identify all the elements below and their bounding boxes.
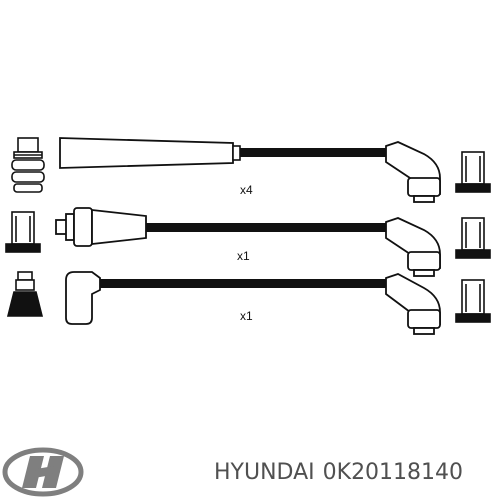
wire-row-3: x1 bbox=[6, 271, 491, 335]
quantity-label-3: x1 bbox=[240, 309, 253, 323]
terminal-right-3 bbox=[455, 279, 491, 323]
distributor-boot-2 bbox=[55, 207, 147, 247]
part-number: 0K20118140 bbox=[322, 460, 464, 485]
terminal-right-2 bbox=[455, 217, 491, 259]
terminal-left-2 bbox=[5, 211, 41, 253]
wire-row-2: x1 bbox=[5, 207, 491, 277]
hyundai-logo-icon bbox=[2, 447, 84, 497]
elbow-boot-right-1 bbox=[385, 141, 441, 203]
part-caption: HYUNDAI 0K20118140 bbox=[214, 458, 463, 488]
elbow-boot-right-3 bbox=[385, 273, 441, 335]
plug-connector-left-1 bbox=[11, 137, 45, 193]
brand-name: HYUNDAI bbox=[214, 460, 315, 485]
angled-boot-left-3 bbox=[65, 271, 101, 325]
quantity-label-2: x1 bbox=[237, 249, 250, 263]
cable-3 bbox=[100, 279, 390, 288]
straight-boot-1 bbox=[59, 137, 234, 169]
cable-2 bbox=[146, 223, 390, 232]
elbow-boot-right-2 bbox=[385, 217, 441, 277]
wire-row-1: x4 bbox=[11, 137, 491, 203]
terminal-right-1 bbox=[455, 151, 491, 193]
cone-connector-left-3 bbox=[6, 271, 44, 317]
cable-1 bbox=[240, 148, 390, 157]
quantity-label-1: x4 bbox=[240, 183, 253, 197]
